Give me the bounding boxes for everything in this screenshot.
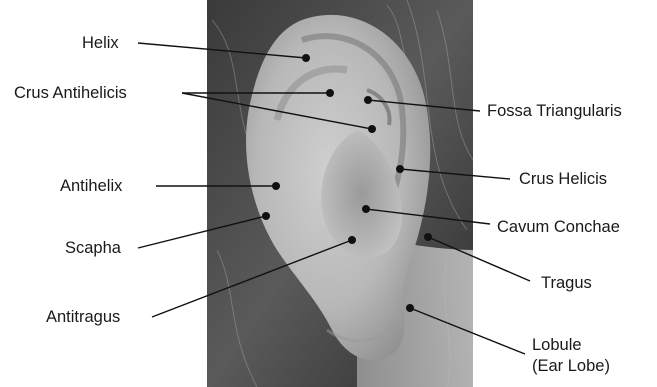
crus-antihelicis-leader-2 (182, 93, 372, 129)
scapha-leader (138, 216, 266, 248)
label-scapha: Scapha (65, 238, 121, 258)
lobule-point (406, 304, 414, 312)
crus-helicis-leader (400, 169, 510, 179)
helix-point (302, 54, 310, 62)
fossa-triangularis-leader (368, 100, 480, 111)
antitragus-point (348, 236, 356, 244)
label-lobule: Lobule (Ear Lobe) (532, 335, 610, 377)
tragus-leader (428, 237, 530, 281)
antitragus-leader (152, 240, 352, 317)
label-antitragus: Antitragus (46, 307, 120, 327)
scapha-point (262, 212, 270, 220)
label-fossa-triangularis: Fossa Triangularis (487, 101, 622, 121)
crus-helicis-point (396, 165, 404, 173)
antihelix-point (272, 182, 280, 190)
label-crus-helicis: Crus Helicis (519, 169, 607, 189)
tragus-point (424, 233, 432, 241)
helix-leader (138, 43, 306, 58)
lobule-leader (410, 308, 525, 354)
label-antihelix: Antihelix (60, 176, 122, 196)
cavum-conchae-point (362, 205, 370, 213)
label-lobule-line1: Lobule (532, 335, 610, 356)
label-cavum-conchae: Cavum Conchae (497, 217, 620, 237)
cavum-conchae-leader (366, 209, 490, 224)
label-helix: Helix (82, 33, 119, 53)
label-crus-antihelicis: Crus Antihelicis (14, 83, 127, 103)
fossa-triangularis-point (364, 96, 372, 104)
crus-antihelicis-point-2 (368, 125, 376, 133)
label-tragus: Tragus (541, 273, 592, 293)
label-lobule-line2: (Ear Lobe) (532, 356, 610, 377)
crus-antihelicis-point-1 (326, 89, 334, 97)
